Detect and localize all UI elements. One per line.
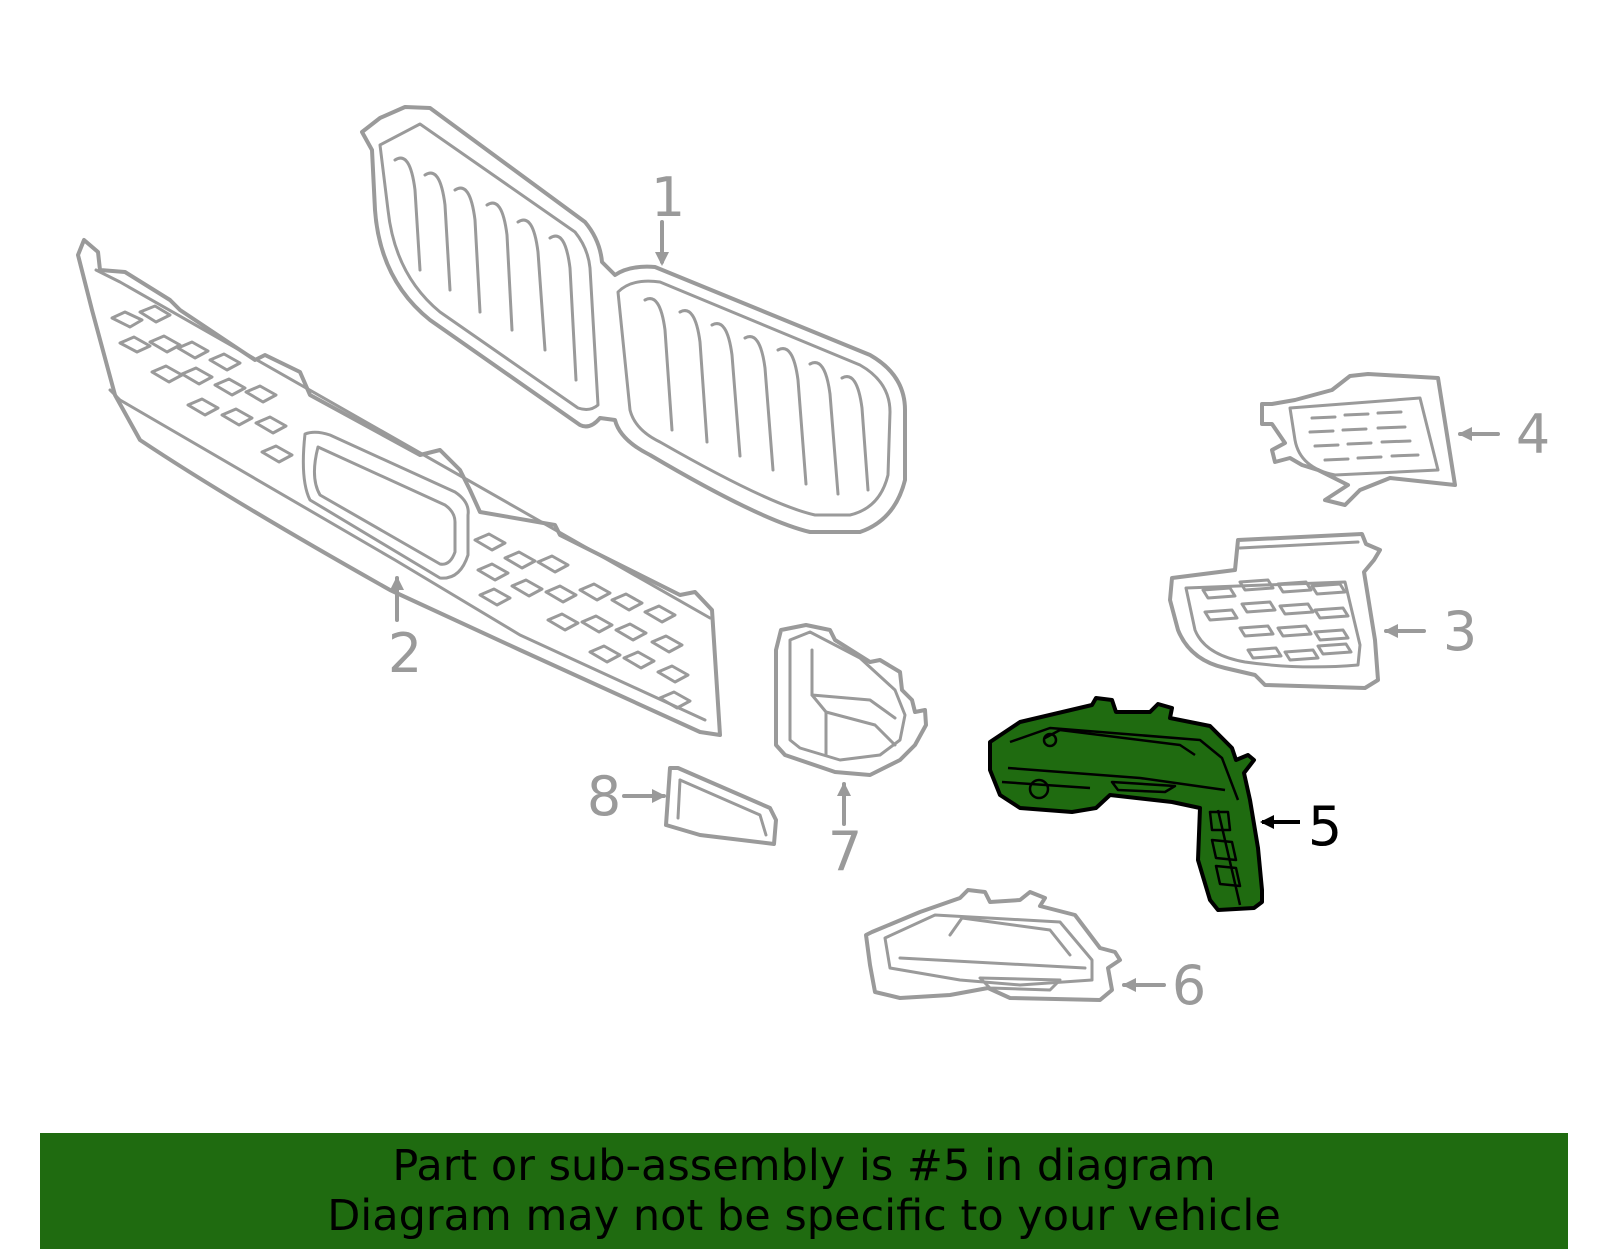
callout-3-arrowhead [1384,624,1398,638]
callout-2-arrowhead [390,576,404,590]
callout-4-number: 4 [1516,403,1550,466]
part-3-honeycomb [1201,578,1353,662]
part-8-cover[interactable] [622,766,778,846]
part-5-fog-lamp-trim-highlighted[interactable] [988,696,1300,912]
callout-5-number: 5 [1308,795,1342,858]
callout-3-number: 3 [1443,600,1477,663]
callout-2-number: 2 [388,622,422,685]
callout-8-arrowhead [652,789,666,803]
part-4-side-insert[interactable] [1260,372,1500,507]
part-2-honeycomb [110,304,692,710]
callout-6-arrowhead [1122,978,1136,992]
info-banner: Part or sub-assembly is #5 in diagram Di… [40,1133,1568,1249]
part-1-kidney-grille[interactable] [360,105,907,534]
part-2-lower-grille[interactable] [76,238,722,737]
callout-4-arrowhead [1458,427,1472,441]
banner-line-1: Part or sub-assembly is #5 in diagram [392,1141,1216,1191]
part-6-fog-lamp-bezel[interactable] [864,888,1166,1002]
banner-line-2: Diagram may not be specific to your vehi… [327,1191,1281,1241]
callout-7-arrowhead [837,782,851,796]
callout-1-arrowhead [655,252,669,266]
part-4-slots [1308,410,1420,462]
part-3-side-grille[interactable] [1168,532,1426,690]
part-7-air-duct-bracket[interactable] [774,623,928,826]
callout-1-number: 1 [651,166,685,229]
callout-7-number: 7 [828,820,862,883]
callout-8-number: 8 [587,765,621,828]
callout-6-number: 6 [1172,954,1206,1017]
callout-5-arrowhead [1260,815,1274,829]
